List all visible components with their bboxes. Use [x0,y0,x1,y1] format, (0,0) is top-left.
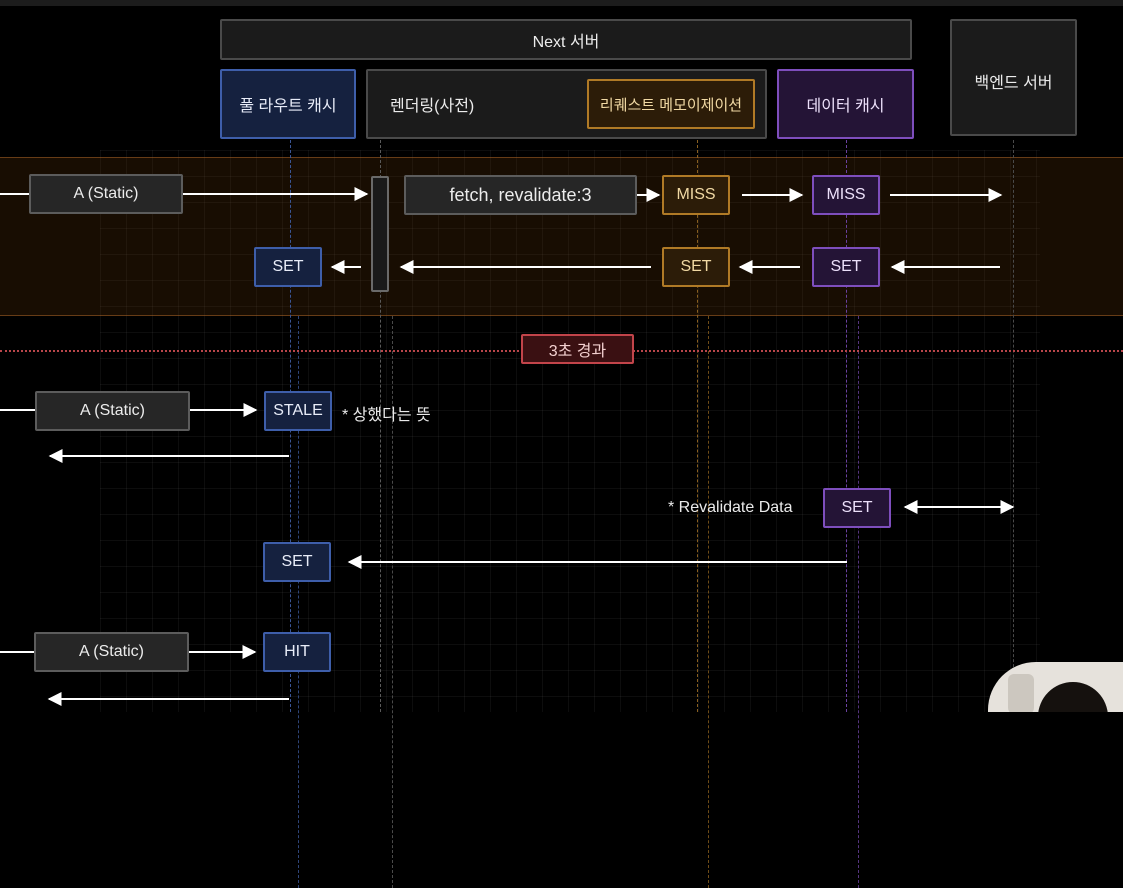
presenter-background-object [1008,674,1034,712]
stale-label: STALE [273,402,323,419]
phase1-route-set-label: SET [272,258,304,275]
top-edge [0,0,1123,6]
request-memoization-box: 리퀘스트 메모이제이션 [587,79,755,129]
memo-set-box: SET [662,247,730,287]
phase2-request-box: A (Static) [35,391,190,431]
phase2-data-set-label: SET [841,499,873,516]
memoization-lifeline [697,140,698,712]
presenter-hair [1038,682,1108,712]
rendering-lifeline [380,140,381,712]
data-miss-box: MISS [812,175,880,215]
phase2-request-label: A (Static) [80,402,145,419]
backend-server-box: 백엔드 서버 [950,19,1077,136]
data-cache-lifeline [846,140,847,712]
time-elapsed-label: 3초 경과 [548,343,607,360]
memo-set-label: SET [680,258,712,275]
phase1-data-set-box: SET [812,247,880,287]
stale-box: STALE [264,391,332,431]
fetch-box: fetch, revalidate:3 [404,175,637,215]
route-cache-lifeline-2 [298,316,299,888]
rendering-lifeline-2 [392,316,393,888]
backend-server-label: 백엔드 서버 [974,75,1053,92]
phase2-route-set-label: SET [281,553,313,570]
arrows-layer [0,187,1015,706]
phase1-request-box: A (Static) [29,174,183,214]
rendering-activation-bar [371,176,389,292]
presenter-webcam [988,662,1123,712]
backend-lifeline [1013,140,1014,712]
rendering-label: 렌더링(사전) [390,98,475,115]
revalidate-note: * Revalidate Data [668,499,793,516]
request-memoization-label: 리퀘스트 메모이제이션 [599,96,743,114]
next-server-header: Next 서버 [220,19,912,60]
phase1-route-set-box: SET [254,247,322,287]
memoization-lifeline-2 [708,316,709,888]
data-cache-box: 데이터 캐시 [777,69,914,139]
next-server-label: Next 서버 [532,33,600,51]
stale-note: * 상했다는 뜻 [342,407,431,424]
phase2-data-set-box: SET [823,488,891,528]
data-cache-label: 데이터 캐시 [806,98,885,115]
data-miss-label: MISS [826,186,866,203]
phase3-request-box: A (Static) [34,632,189,672]
data-cache-lifeline-2 [858,316,859,888]
phase1-data-set-label: SET [830,258,862,275]
time-elapsed-badge: 3초 경과 [521,334,634,364]
full-route-cache-label: 풀 라우트 캐시 [239,98,337,115]
hit-label: HIT [284,643,310,660]
phase1-request-label: A (Static) [73,185,139,202]
hit-box: HIT [263,632,331,672]
memo-miss-box: MISS [662,175,730,215]
memo-miss-label: MISS [676,186,716,203]
full-route-cache-box: 풀 라우트 캐시 [220,69,356,139]
phase3-request-label: A (Static) [79,643,144,660]
fetch-label: fetch, revalidate:3 [449,184,592,205]
background-grid [100,150,1040,712]
phase2-route-set-box: SET [263,542,331,582]
